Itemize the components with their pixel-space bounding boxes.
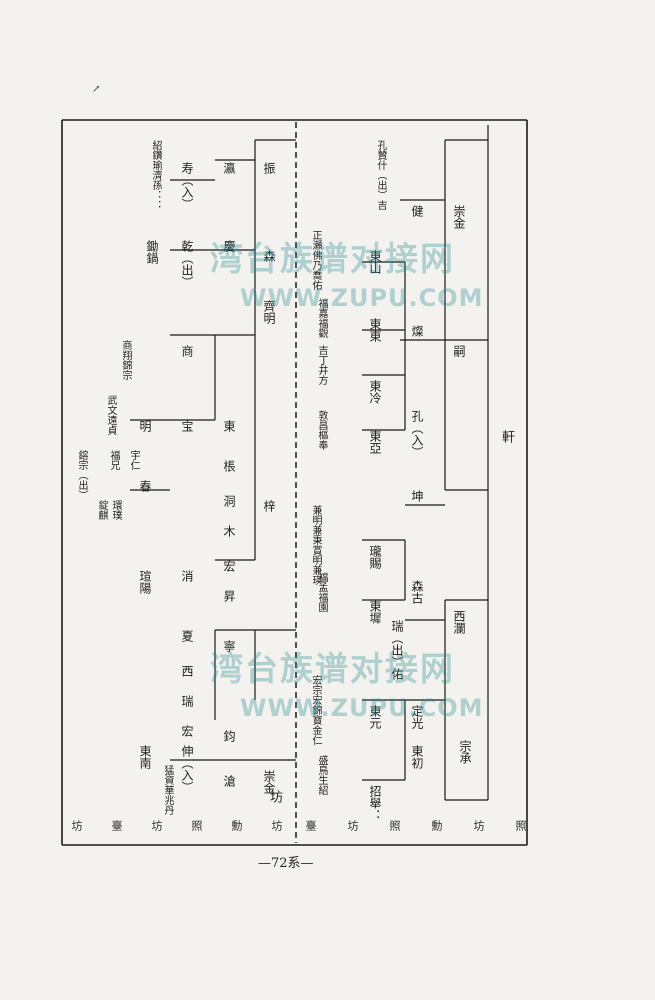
person-name: 森	[262, 250, 276, 262]
person-name: 崇金	[452, 205, 466, 229]
person-name: 東	[222, 420, 236, 432]
kin-names: 宏宗宏錦寶金仁	[310, 675, 321, 745]
person-name: 洞	[222, 495, 236, 507]
gen-label: 臺	[304, 820, 317, 831]
person-name: 商	[180, 345, 194, 357]
gen-label: 坊	[150, 820, 163, 831]
corner-mark: ↗	[92, 84, 101, 95]
person-name: 消	[180, 570, 194, 582]
person-name: 宝	[180, 420, 194, 432]
gen-label: 勳	[430, 820, 443, 831]
kin-names: 宇仁	[128, 450, 139, 470]
kin-names: 武文遠貞	[105, 395, 116, 435]
gen-label: 坊	[346, 820, 359, 831]
person-name: 東初	[410, 745, 424, 769]
person-name: 招舉：	[368, 785, 382, 821]
person-name: 滄	[222, 775, 236, 787]
person-name: 明	[138, 420, 152, 432]
person-name: 東山	[368, 250, 382, 274]
person-name: 瑞（出）佑	[390, 620, 404, 680]
person-name: 鈞	[222, 730, 236, 742]
person-name: 東元	[368, 705, 382, 729]
person-name: 梓	[262, 500, 276, 512]
person-name: 宏	[180, 725, 194, 737]
person-name: 振	[262, 162, 276, 174]
gen-label: 坊	[472, 820, 485, 831]
person-name: 東南	[138, 745, 152, 769]
person-name: 鋤鍋	[145, 240, 159, 264]
kin-names: 敦昌樞奉	[316, 410, 327, 450]
person-name: 瑄陽	[138, 570, 152, 594]
person-name: 瀛	[222, 162, 236, 174]
person-name: 寿（入）	[180, 162, 194, 210]
person-name: 東墀	[368, 600, 382, 624]
page-number: —72系—	[258, 856, 314, 871]
person-name: 寧	[222, 640, 236, 652]
kin-names: 猛資華兆丹	[162, 765, 173, 815]
gen-label: 照	[388, 820, 401, 831]
person-name: 伸（入）	[180, 745, 194, 793]
person-name: 定光	[410, 705, 424, 729]
kin-names: 正瀬佛乃喬佑	[310, 230, 321, 290]
person-name: 森古	[410, 580, 424, 604]
person-name: 健	[410, 205, 424, 217]
kin-names: 環璞	[110, 500, 121, 520]
person-name: 軒	[499, 430, 514, 443]
person-name: 宏	[222, 560, 236, 572]
gen-label: 勳	[230, 820, 243, 831]
person-name: 宗承	[458, 740, 472, 764]
kin-names: 兼明兼秉賞明兼瑛	[310, 505, 321, 585]
person-name: 西瀾	[452, 610, 466, 634]
person-name: 東東	[368, 318, 382, 342]
gen-label: 照	[514, 820, 527, 831]
person-name: 齊明	[262, 300, 276, 324]
person-name: 崇金	[262, 770, 276, 794]
person-name: 坊	[267, 790, 282, 803]
kin-names: 福孟福園	[316, 572, 327, 612]
kin-names: 福兄	[108, 450, 119, 470]
kin-names: 紹鑽瑜濟孫：：	[150, 140, 161, 210]
person-name: 嗣	[452, 345, 466, 357]
kin-names: 商翔錦宗	[120, 340, 131, 380]
gen-label: 坊	[270, 820, 283, 831]
person-name: 燦	[410, 325, 424, 337]
person-name: 坤	[410, 490, 424, 502]
person-name: 西	[180, 665, 194, 677]
person-name: 木	[222, 525, 236, 537]
gen-label: 臺	[110, 820, 123, 831]
person-name: 棖	[222, 460, 236, 472]
gen-label: 照	[190, 820, 203, 831]
person-name: 瓏賜	[368, 545, 382, 569]
person-name: 慶	[222, 240, 236, 252]
person-name: 夏	[180, 630, 194, 642]
person-name: 東冷	[368, 380, 382, 404]
kin-names: 吉丁井方	[316, 345, 327, 385]
kin-names: 鎔宗（出）	[76, 450, 87, 500]
kin-names: 錠麒	[96, 500, 107, 520]
person-name: 乾（出）	[180, 240, 194, 288]
person-name: 昇	[222, 590, 236, 602]
person-name: 春	[138, 480, 152, 492]
kin-names: 盛鳥生紹	[316, 755, 327, 795]
person-name: 東亞	[368, 430, 382, 454]
person-name: 瑞	[180, 695, 194, 707]
gen-label: 坊	[70, 820, 83, 831]
person-name: 孔贊什（出）吉	[375, 140, 386, 210]
kin-names: 福嘉福觀	[316, 298, 327, 338]
person-name: 孔（入）	[410, 410, 424, 458]
